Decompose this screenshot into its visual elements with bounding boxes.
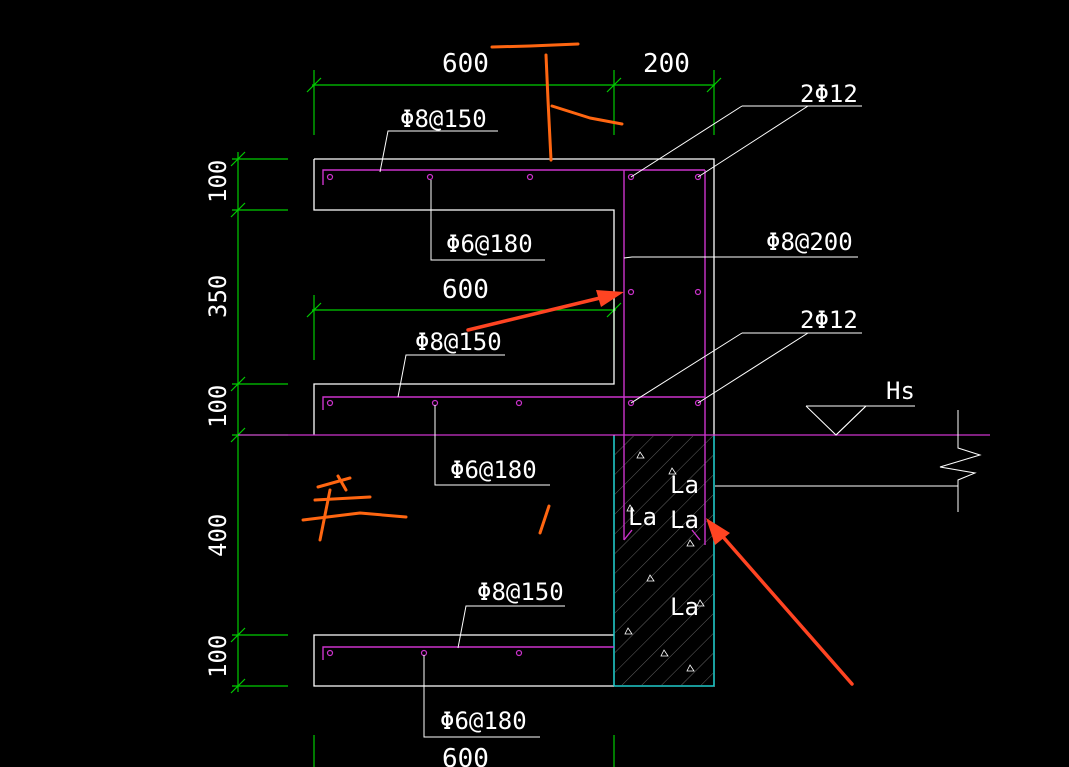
label-la-4: La	[670, 593, 699, 621]
dim-left-100-top: 100	[204, 160, 232, 203]
dim-top-left: 600	[442, 49, 489, 79]
label-wall-stirrup: Φ8@200	[766, 228, 853, 256]
label-top-slab-dist: Φ6@180	[446, 230, 533, 258]
label-corner-mid: 2Φ12	[800, 306, 858, 334]
leader-lines	[379, 105, 982, 738]
concrete-aggregate-marks	[624, 451, 705, 672]
dim-left-400: 400	[204, 514, 232, 557]
label-top-slab-main: Φ8@150	[400, 105, 487, 133]
hatched-wall-section	[615, 436, 713, 685]
handwritten-marks	[301, 42, 624, 542]
slab-edge-cyan	[613, 436, 715, 687]
label-mid-slab-dist: Φ6@180	[450, 456, 537, 484]
annotation-arrows	[466, 290, 854, 686]
label-la-1: La	[670, 471, 699, 499]
label-bottom-slab-main: Φ8@150	[477, 578, 564, 606]
label-bottom-slab-dist: Φ6@180	[440, 707, 527, 735]
dim-top-right: 200	[643, 49, 690, 79]
dim-mid: 600	[442, 275, 489, 305]
dim-left-350: 350	[204, 275, 232, 318]
label-la-2: La	[628, 503, 657, 531]
label-level-hs: Hs	[886, 377, 915, 405]
label-mid-slab-main: Φ8@150	[415, 328, 502, 356]
label-corner-top: 2Φ12	[800, 80, 858, 108]
label-la-3: La	[670, 506, 699, 534]
dim-left-100-bottom: 100	[204, 635, 232, 678]
dim-bottom: 600	[442, 744, 489, 767]
rebar-lines	[238, 169, 990, 660]
dim-left-100-mid: 100	[204, 385, 232, 428]
